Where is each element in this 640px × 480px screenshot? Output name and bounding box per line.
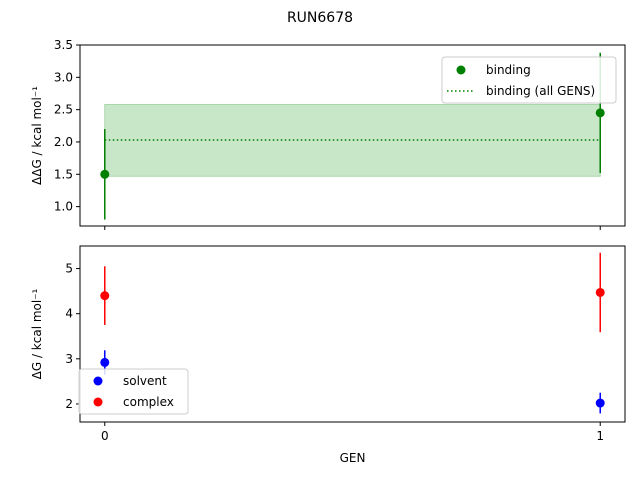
y-tick-label: 4 (65, 307, 73, 321)
y-tick-label: 3.5 (54, 38, 73, 52)
legend-marker (93, 397, 103, 407)
y-tick-label: 5 (65, 262, 73, 276)
y-axis-label: ΔΔG / kcal mol⁻¹ (30, 86, 44, 185)
bottom-panel: 2 3 4 5 0 1 ΔG / kcal mol⁻¹ GEN solvent complex (30, 245, 626, 465)
y-tick-label: 3.0 (54, 70, 73, 84)
legend-label: solvent (123, 374, 167, 388)
y-tick-label: 2.5 (54, 103, 73, 117)
legend-marker (93, 376, 103, 386)
axes-frame (79, 245, 626, 423)
data-point (100, 169, 110, 179)
data-point (100, 357, 110, 367)
x-tick-label: 1 (596, 429, 604, 443)
data-point (595, 108, 605, 118)
legend-label: binding (486, 63, 531, 77)
legend-marker (456, 65, 466, 75)
legend-label: binding (all GENS) (486, 84, 595, 98)
axes-frame (79, 44, 626, 227)
y-tick-label: 2.0 (54, 135, 73, 149)
legend-box (441, 56, 617, 104)
legend-label: complex (123, 395, 174, 409)
y-tick-label: 1.0 (54, 200, 73, 214)
y-tick-label: 1.5 (54, 167, 73, 181)
y-tick-label: 2 (65, 397, 73, 411)
y-tick-label: 3 (65, 352, 73, 366)
data-point (595, 398, 605, 408)
legend-box (78, 368, 189, 415)
x-axis-label: GEN (340, 451, 366, 465)
figure-title: RUN6678 (287, 10, 353, 26)
x-tick-label: 0 (101, 429, 109, 443)
y-axis-label: ΔG / kcal mol⁻¹ (30, 288, 44, 379)
data-point (100, 291, 110, 301)
data-point (595, 287, 605, 297)
